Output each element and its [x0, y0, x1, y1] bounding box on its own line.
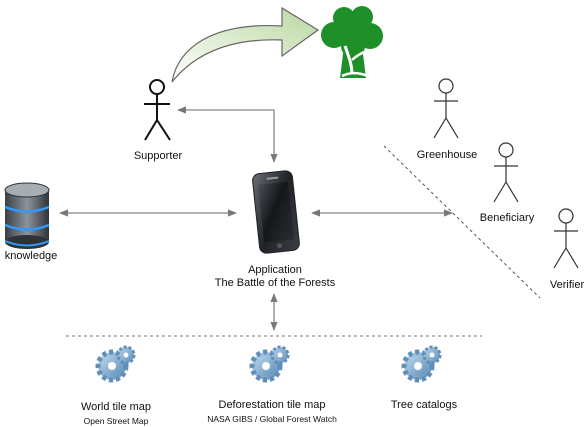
service-title-tree-catalogs: Tree catalogs — [390, 399, 458, 411]
database-icon — [4, 182, 50, 249]
service-title-world-tile: World tile map — [80, 401, 152, 413]
greenhouse-actor-icon — [433, 78, 459, 139]
supporter-app-connector — [177, 106, 278, 163]
application-label: Application — [248, 264, 302, 276]
beneficiary-label: Beneficiary — [479, 212, 535, 224]
actors-separator — [383, 145, 541, 299]
service-subtitle-world-tile: Open Street Map — [83, 416, 149, 426]
service-subtitle-deforestation-tile: NASA GIBS / Global Forest Watch — [207, 414, 337, 424]
knowledge-label: knowledge — [4, 250, 58, 262]
tree-icon — [321, 6, 383, 78]
verifier-label: Verifier — [549, 279, 585, 291]
verifier-actor-icon — [553, 208, 579, 269]
gears-tree-catalogs-icon — [401, 345, 442, 383]
gears-world-tile-icon — [95, 345, 136, 383]
connectors — [59, 106, 453, 331]
service-title-deforestation-tile: Deforestation tile map — [218, 399, 326, 411]
application-name: The Battle of the Forests — [214, 277, 336, 289]
supporter-label: Supporter — [133, 150, 183, 162]
greenhouse-label: Greenhouse — [416, 149, 478, 161]
beneficiary-actor-icon — [493, 142, 519, 203]
donation-arrow — [171, 6, 320, 83]
supporter-icon — [144, 79, 171, 141]
smartphone-icon — [252, 170, 300, 254]
gears-deforestation-tile-icon — [249, 345, 290, 383]
